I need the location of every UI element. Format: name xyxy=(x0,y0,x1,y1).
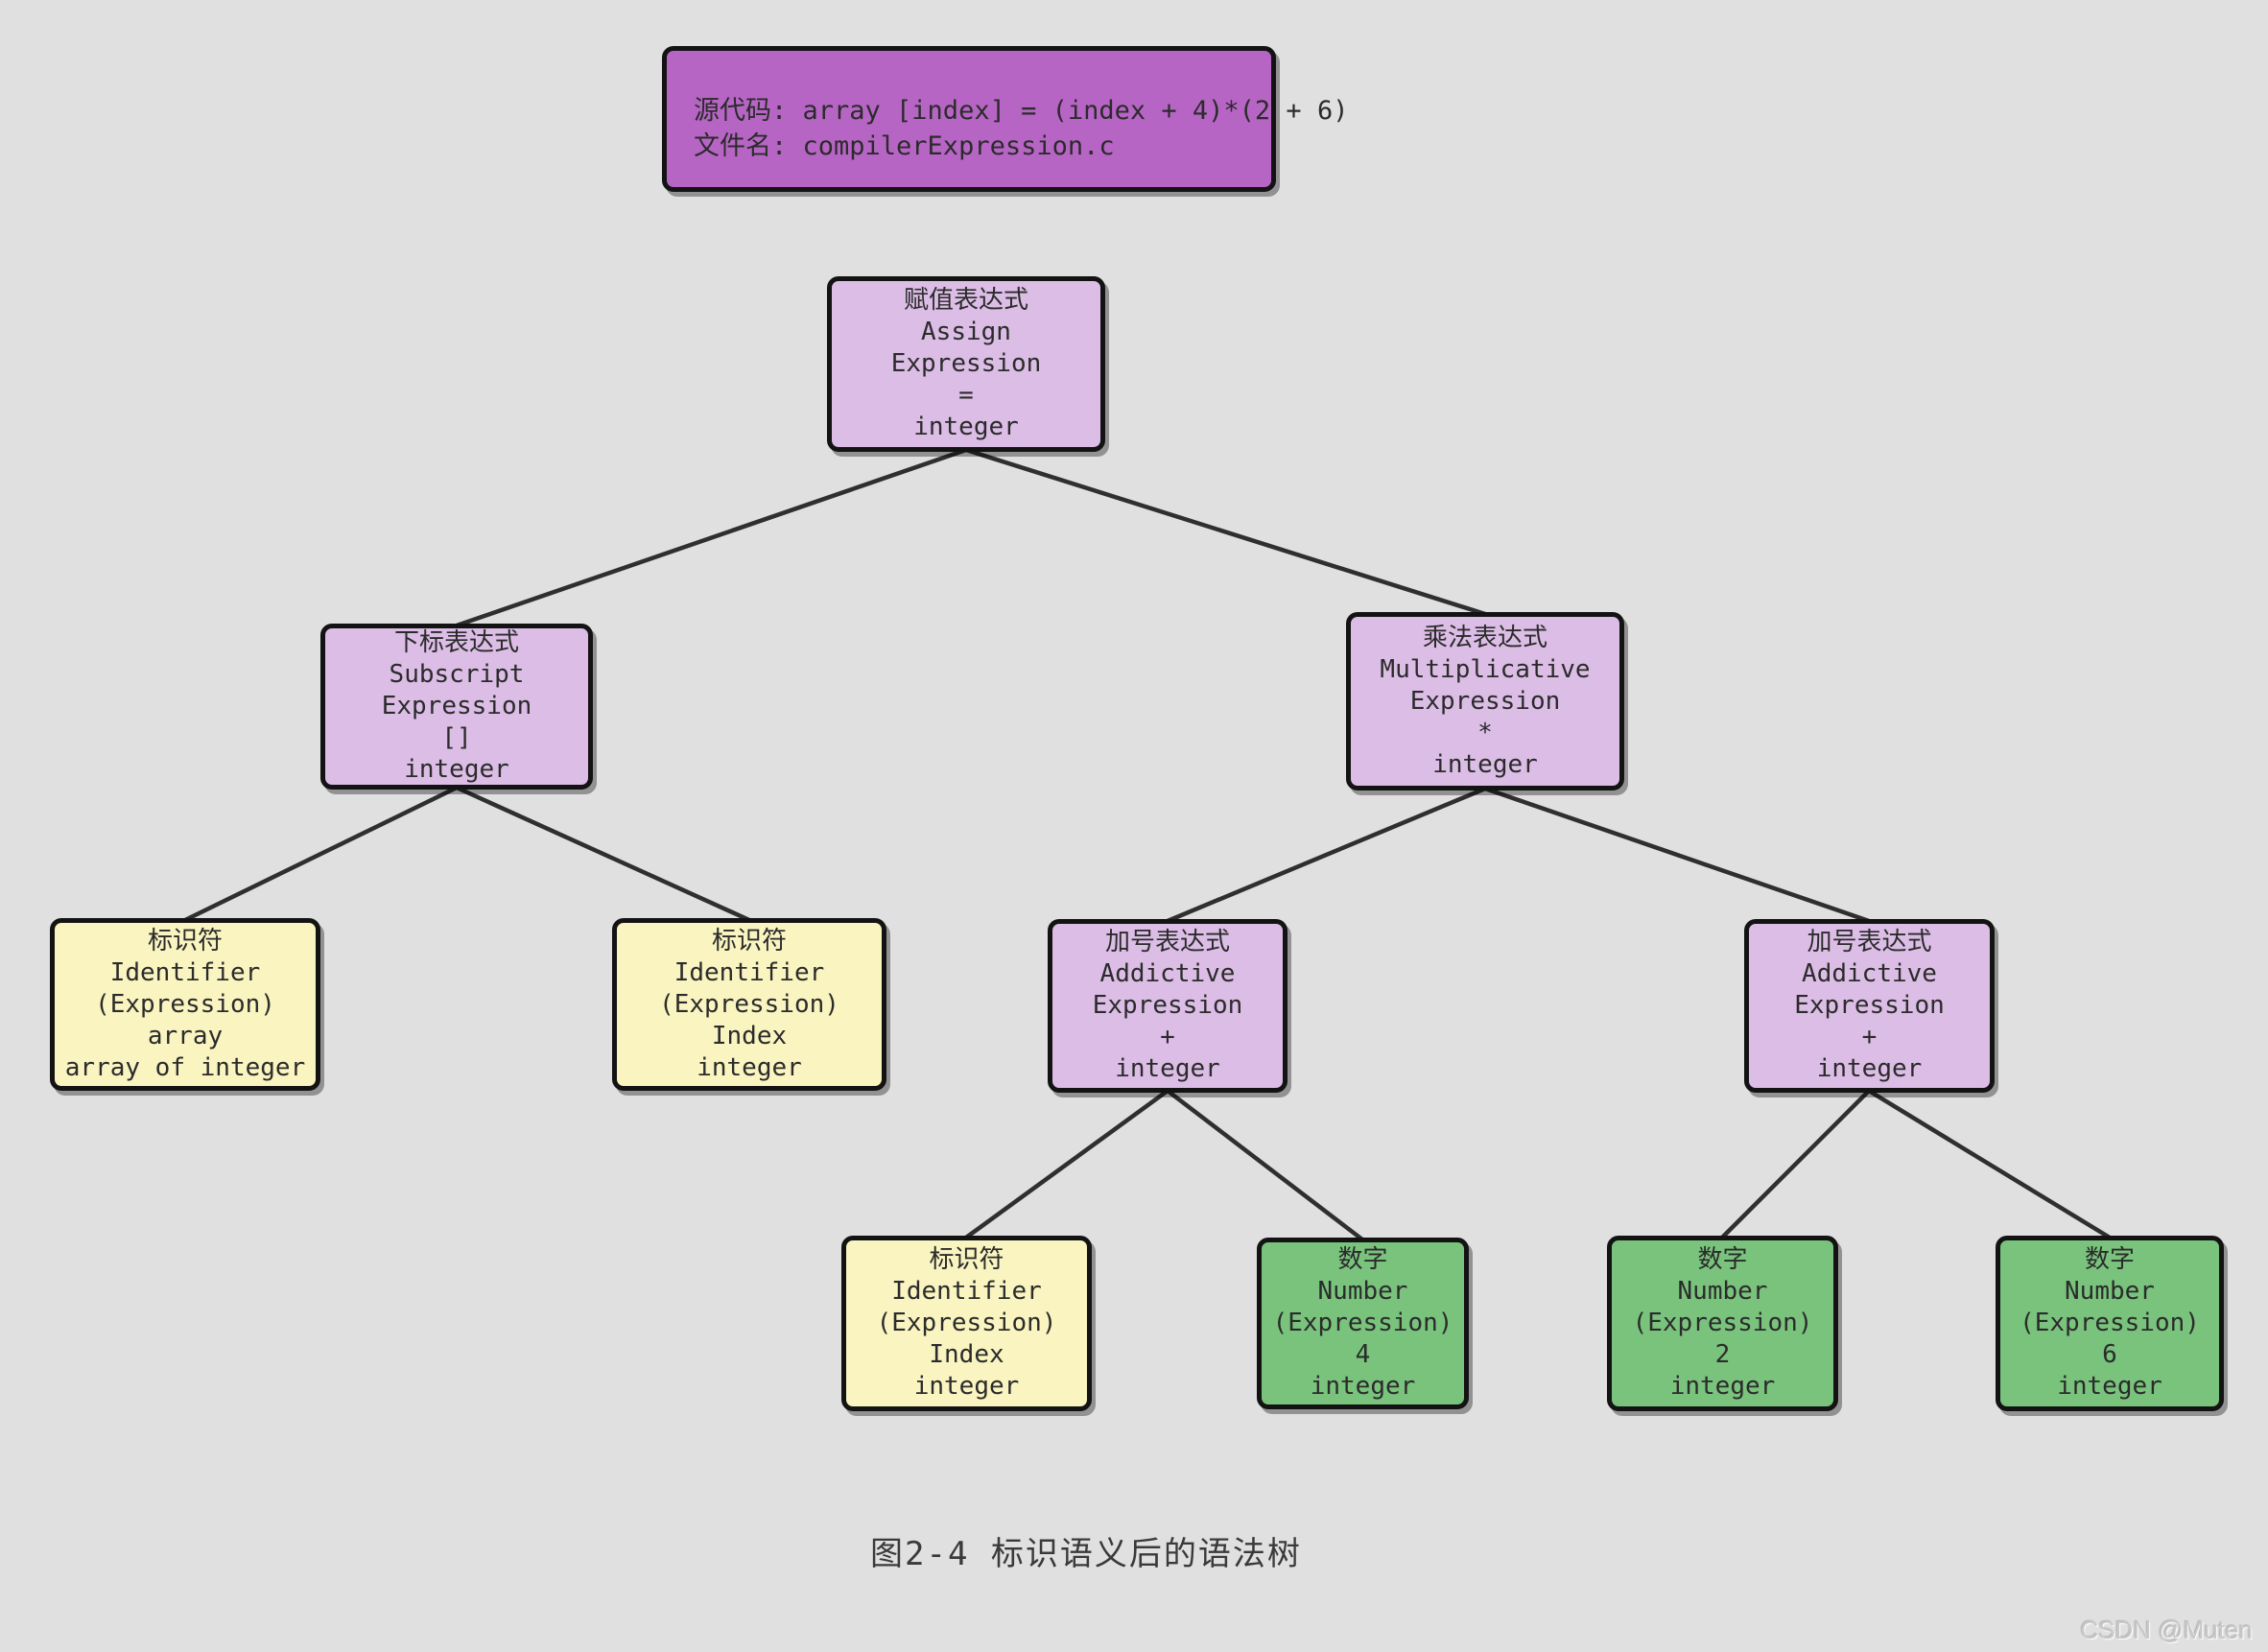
node-line: (Expression) xyxy=(659,989,839,1019)
node-line: integer xyxy=(913,1372,1020,1401)
node-line: + xyxy=(1160,1023,1175,1051)
edge-mult-additive-right xyxy=(1482,786,1872,924)
node-line: integer xyxy=(1310,1372,1416,1401)
source-code-header: 源代码: array [index] = (index + 4)*(2 + 6)… xyxy=(662,46,1348,192)
node-line: Identifier xyxy=(109,957,261,987)
node-additive-expression-right: 加号表达式 Addictive Expression + integer xyxy=(1744,919,1995,1093)
node-line: [] xyxy=(441,723,472,752)
node-line: Index xyxy=(711,1021,788,1050)
csdn-watermark: CSDN @Muten xyxy=(2080,1616,2253,1644)
edge-additive-left-num-4 xyxy=(1165,1088,1365,1242)
node-line: Expression xyxy=(381,692,532,720)
node-line: 2 xyxy=(1714,1340,1731,1369)
node-line: Addictive xyxy=(1802,959,1937,988)
node-line: Expression xyxy=(1092,991,1243,1020)
node-line: 标识符 xyxy=(929,1245,1004,1274)
node-number-6: 数字 Number (Expression) 6 integer xyxy=(1996,1236,2224,1411)
node-line: 6 xyxy=(2102,1340,2117,1369)
node-line: 数字 xyxy=(2084,1245,2135,1274)
node-line: Number xyxy=(1677,1277,1768,1306)
node-assign-expression: 赋值表达式 Assign Expression = integer xyxy=(827,276,1105,452)
node-line: (Expression) xyxy=(95,989,275,1019)
node-identifier-index-lower: 标识符 Identifier (Expression) Index intege… xyxy=(841,1236,1092,1411)
figure-caption: 图2-4 标识语义后的语法树 xyxy=(870,1535,1302,1573)
edge-subscript-id-array xyxy=(182,785,460,923)
edge-assign-subscript xyxy=(454,447,969,628)
edge-additive-right-num-6 xyxy=(1866,1088,2113,1240)
node-line: 标识符 xyxy=(147,926,223,956)
node-line: Number xyxy=(2065,1277,2155,1306)
node-line: Expression xyxy=(890,349,1042,378)
source-code-line: 源代码: array [index] = (index + 4)*(2 + 6) xyxy=(694,96,1349,126)
node-line: Expression xyxy=(1794,991,1945,1020)
node-line: array xyxy=(147,1021,224,1050)
edge-additive-right-num-2 xyxy=(1719,1088,1872,1240)
node-line: (Expression) xyxy=(1272,1309,1453,1337)
node-line: (Expression) xyxy=(2020,1309,2200,1337)
node-line: 赋值表达式 xyxy=(903,286,1028,315)
node-line: array of integer xyxy=(64,1052,306,1082)
node-line: 数字 xyxy=(1337,1245,1388,1274)
node-line: (Expression) xyxy=(876,1309,1057,1337)
node-line: Expression xyxy=(1409,686,1561,716)
node-identifier-index-upper: 标识符 Identifier (Expression) Index intege… xyxy=(612,918,886,1091)
node-line: integer xyxy=(913,413,1019,441)
node-line: Assign xyxy=(921,318,1011,346)
node-line: integer xyxy=(1816,1054,1923,1083)
edge-additive-left-id-index xyxy=(963,1088,1170,1240)
node-subscript-expression: 下标表达式 Subscript Expression [] integer xyxy=(320,624,593,790)
node-line: 下标表达式 xyxy=(393,628,519,657)
edge-subscript-id-index xyxy=(454,785,752,923)
node-line: Multiplicative xyxy=(1380,654,1591,684)
node-line: 加号表达式 xyxy=(1807,928,1932,956)
node-number-4: 数字 Number (Expression) 4 integer xyxy=(1257,1238,1469,1409)
edge-mult-additive-left xyxy=(1165,786,1488,924)
node-line: integer xyxy=(404,755,509,784)
node-line: = xyxy=(958,381,974,410)
file-name-line: 文件名: compilerExpression.c xyxy=(694,131,1115,161)
node-line: integer xyxy=(2057,1372,2162,1401)
node-line: 标识符 xyxy=(711,926,787,956)
node-line: Identifier xyxy=(673,957,825,987)
node-multiplicative-expression: 乘法表达式 Multiplicative Expression * intege… xyxy=(1346,612,1624,791)
node-line: Identifier xyxy=(891,1277,1042,1306)
node-number-2: 数字 Number (Expression) 2 integer xyxy=(1607,1236,1838,1411)
node-line: integer xyxy=(697,1052,802,1082)
node-additive-expression-left: 加号表达式 Addictive Expression + integer xyxy=(1048,919,1288,1093)
node-line: * xyxy=(1477,718,1493,747)
node-line: 4 xyxy=(1355,1340,1371,1369)
node-line: Index xyxy=(929,1340,1004,1369)
node-line: 加号表达式 xyxy=(1104,928,1230,956)
node-line: (Expression) xyxy=(1632,1309,1813,1337)
node-line: Addictive xyxy=(1099,959,1236,988)
node-line: integer xyxy=(1669,1372,1776,1401)
node-line: integer xyxy=(1432,749,1538,779)
node-line: 乘法表达式 xyxy=(1422,623,1547,652)
node-line: + xyxy=(1861,1023,1878,1051)
node-line: Subscript xyxy=(389,660,525,689)
node-identifier-array: 标识符 Identifier (Expression) array array … xyxy=(50,918,320,1091)
node-line: Number xyxy=(1317,1277,1408,1306)
node-line: integer xyxy=(1115,1054,1220,1083)
edge-assign-multiplicative xyxy=(963,447,1488,617)
node-line: 数字 xyxy=(1697,1245,1748,1274)
